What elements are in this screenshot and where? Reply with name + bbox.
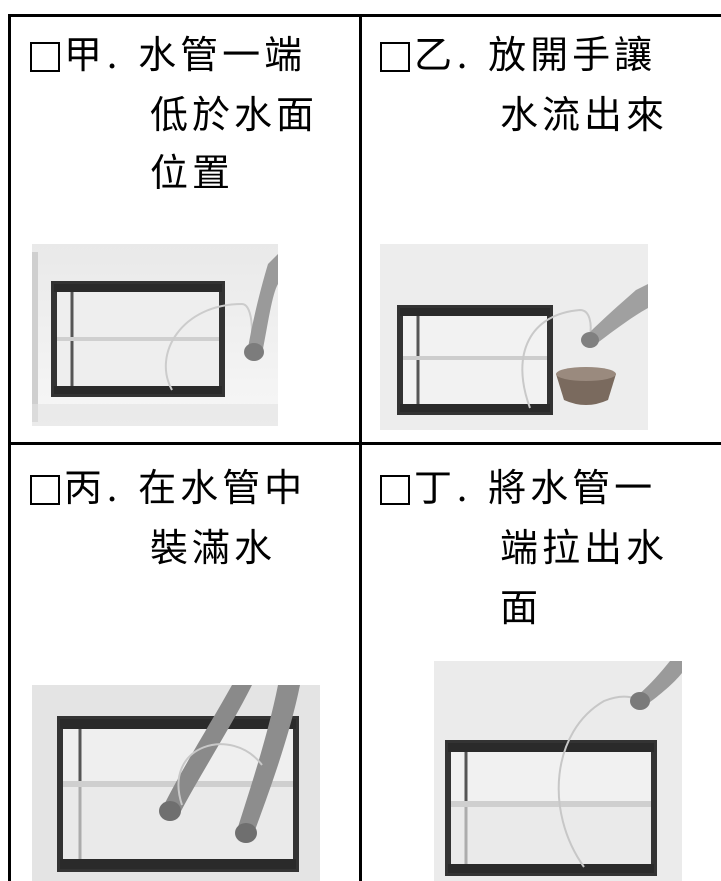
checkbox-yi[interactable]: [380, 42, 410, 72]
table-border-left: [8, 14, 11, 881]
cell-yi-line-2: 水流出來: [500, 93, 669, 137]
cell-ding-line-2: 端拉出水: [500, 526, 669, 570]
cell-bing-line-1: 丙. 在水管中: [64, 466, 307, 510]
cell-jia-line-3: 位置: [150, 151, 235, 195]
photo-hose-pulled-out: [434, 661, 682, 881]
cell-yi: 乙. 放開手讓 水流出來: [362, 14, 721, 442]
checkbox-ding[interactable]: [380, 475, 410, 505]
checkbox-jia[interactable]: [30, 42, 60, 72]
cell-jia-line-1: 甲. 水管一端: [64, 33, 307, 77]
cell-jia-line-2: 低於水面: [150, 93, 319, 137]
table-border-middle: [8, 442, 721, 445]
cell-ding-line-1: 丁. 將水管一: [414, 466, 657, 510]
cell-bing: 丙. 在水管中 裝滿水: [8, 445, 359, 881]
photo-tank-draining: [380, 244, 648, 430]
instruction-table: 甲. 水管一端 低於水面 位置: [8, 14, 721, 881]
cell-jia: 甲. 水管一端 低於水面 位置: [8, 14, 359, 442]
cell-ding: 丁. 將水管一 端拉出水 面: [362, 445, 721, 881]
photo-filling-hose: [32, 685, 320, 881]
table-border-top: [8, 14, 721, 17]
checkbox-bing[interactable]: [30, 475, 60, 505]
cell-ding-line-3: 面: [500, 586, 543, 630]
cell-bing-line-2: 裝滿水: [150, 526, 277, 570]
cell-yi-line-1: 乙. 放開手讓: [414, 33, 657, 77]
table-border-center: [359, 14, 362, 881]
photo-tank-hose-out: [32, 244, 278, 426]
